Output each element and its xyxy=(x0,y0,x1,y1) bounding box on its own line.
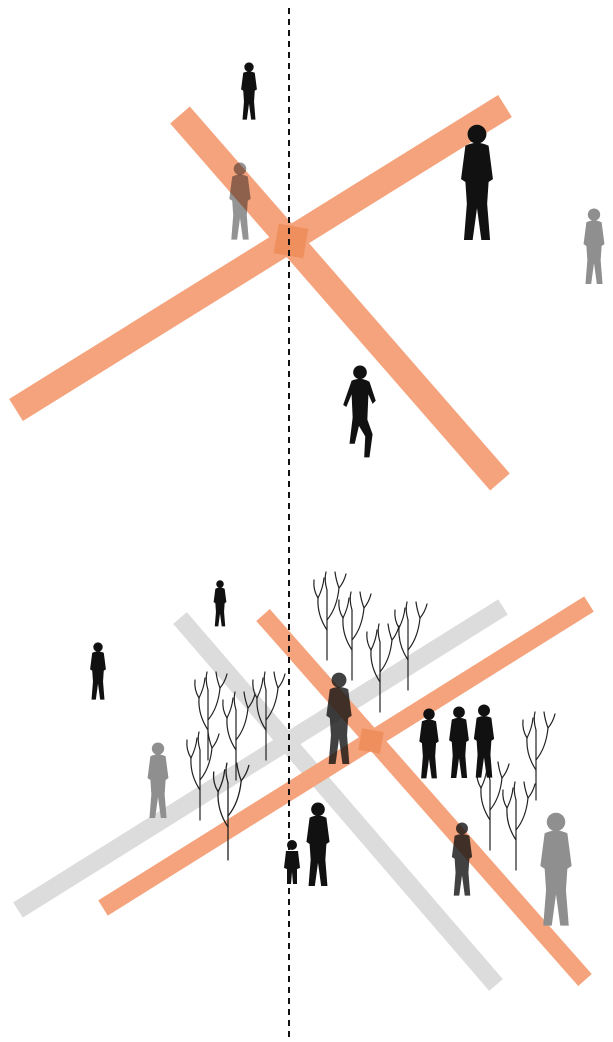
pedestrian-figure xyxy=(241,62,257,119)
lower-path-orange-a xyxy=(263,615,585,980)
pedestrian-figure xyxy=(449,706,469,778)
upper-path-orange-b xyxy=(180,115,500,482)
pedestrian-figure xyxy=(474,704,494,777)
pedestrian-figure xyxy=(214,580,227,626)
tree-icon xyxy=(314,572,346,660)
pedestrian-figure xyxy=(540,813,571,926)
child-figure xyxy=(284,840,300,884)
tree-icon xyxy=(339,592,371,680)
runner-figure xyxy=(343,366,376,458)
pedestrian-figure xyxy=(148,742,169,818)
pedestrian-figure xyxy=(306,803,329,886)
tree-icon xyxy=(503,782,535,870)
tree-icon xyxy=(523,712,555,800)
upper-crossing-overlap xyxy=(274,224,309,259)
upper-path-orange-a xyxy=(16,106,505,410)
tree-icon xyxy=(477,762,509,850)
lower-crossing-overlap xyxy=(358,728,383,753)
pedestrian-figure xyxy=(90,642,106,699)
pedestrian-figure xyxy=(584,208,605,284)
